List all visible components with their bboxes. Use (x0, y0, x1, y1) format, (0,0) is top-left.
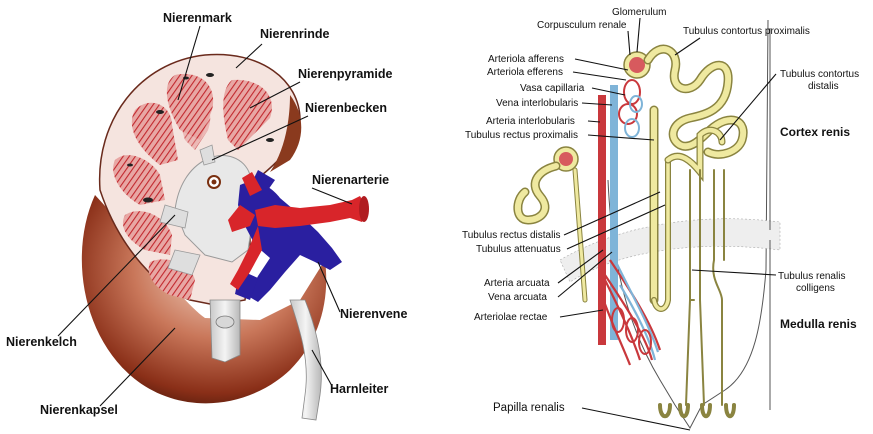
label-tubulus-attenuatus: Tubulus attenuatus (476, 244, 561, 255)
label-tubulus-contortus-distalis-2: distalis (808, 81, 839, 92)
label-arteriola-afferens: Arteriola afferens (488, 54, 564, 65)
label-nierenkapsel: Nierenkapsel (40, 403, 118, 417)
label-vena-interlobularis: Vena interlobularis (496, 98, 578, 109)
label-cortex-renis: Cortex renis (780, 125, 850, 139)
label-nierenpyramide: Nierenpyramide (298, 67, 393, 81)
label-tubulus-contortus-proximalis: Tubulus contortus proximalis (683, 26, 810, 37)
ureter-opening (216, 316, 234, 328)
label-arteria-interlobularis: Arteria interlobularis (486, 116, 575, 127)
label-nierenarterie: Nierenarterie (312, 173, 389, 187)
label-tubulus-rectus-proximalis: Tubulus rectus proximalis (465, 130, 578, 141)
label-medulla-renis: Medulla renis (780, 317, 857, 331)
ureter (210, 300, 240, 362)
label-arteria-arcuata: Arteria arcuata (484, 278, 550, 289)
label-tubulus-contortus-distalis-1: Tubulus contortus (780, 69, 859, 80)
label-harnleiter: Harnleiter (330, 382, 388, 396)
label-glomerulum: Glomerulum (612, 7, 666, 18)
tubulus-contortus-proximalis (648, 49, 743, 154)
label-tubulus-renalis-colligens-2: colligens (796, 283, 835, 294)
label-tubulus-renalis-colligens-1: Tubulus renalis (778, 271, 845, 282)
label-nierenrinde: Nierenrinde (260, 27, 330, 41)
vessel-lumen (212, 180, 217, 185)
label-tubulus-rectus-distalis: Tubulus rectus distalis (462, 230, 561, 241)
arteria-interlobularis (598, 95, 606, 345)
gross-kidney-diagram: Nierenmark Nierenrinde Nierenpyramide Ni… (6, 11, 407, 420)
label-nierenkelch: Nierenkelch (6, 335, 77, 349)
collecting-duct (686, 170, 704, 405)
renal-artery-end (359, 196, 369, 222)
label-nierenmark: Nierenmark (163, 11, 232, 25)
label-corpusculum-renale: Corpusculum renale (537, 20, 627, 31)
label-papilla-renalis: Papilla renalis (493, 402, 565, 414)
collecting-duct-2 (713, 170, 724, 405)
label-nierenbecken: Nierenbecken (305, 101, 387, 115)
label-vasa-capillaria: Vasa capillaria (520, 83, 585, 94)
label-vena-arcuata: Vena arcuata (488, 292, 547, 303)
label-arteriola-efferens: Arteriola efferens (487, 67, 563, 78)
label-arteriolae-rectae: Arteriolae rectae (474, 312, 548, 323)
label-nierenvene: Nierenvene (340, 307, 407, 321)
nephron-diagram: Glomerulum Corpusculum renale Tubulus co… (462, 7, 859, 430)
